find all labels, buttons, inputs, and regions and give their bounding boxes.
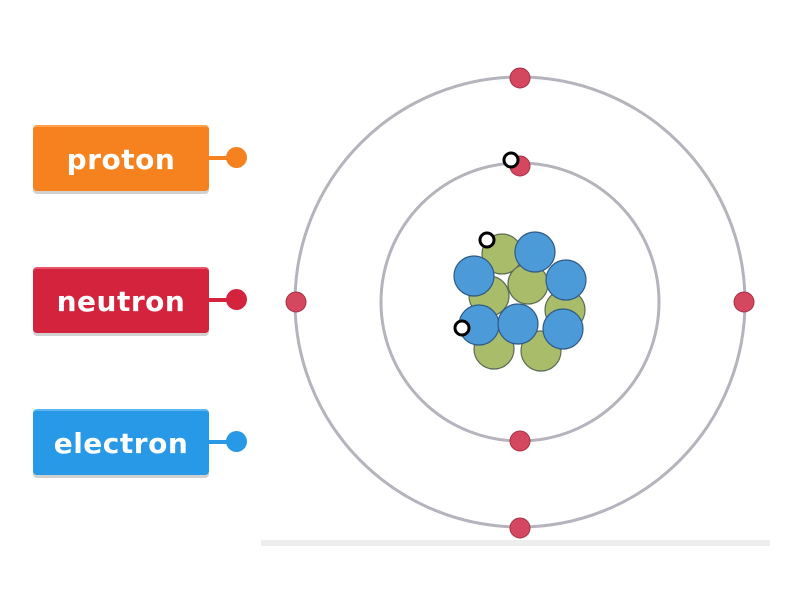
connector-stem xyxy=(209,156,231,160)
nucleus xyxy=(453,231,587,372)
proton-particle xyxy=(542,308,584,350)
electron-particle xyxy=(509,430,531,452)
label-proton-tile[interactable]: proton xyxy=(33,125,209,191)
electron-particle xyxy=(733,291,755,313)
connector-stem xyxy=(209,298,231,302)
label-proton-connector[interactable] xyxy=(209,146,249,170)
connector-knob-icon[interactable] xyxy=(226,431,247,452)
connector-knob-icon[interactable] xyxy=(226,289,247,310)
drop-target-3[interactable] xyxy=(453,319,471,337)
connector-stem xyxy=(209,440,231,444)
label-neutron-connector[interactable] xyxy=(209,288,249,312)
label-electron-tile[interactable]: electron xyxy=(33,409,209,475)
drop-target-2[interactable] xyxy=(478,231,496,249)
electron-particle xyxy=(285,291,307,313)
drop-target-1[interactable] xyxy=(502,151,520,169)
proton-particle xyxy=(497,303,539,345)
proton-particle xyxy=(453,255,495,297)
electron-particle xyxy=(509,67,531,89)
label-neutron-tile[interactable]: neutron xyxy=(33,267,209,333)
electron-particle xyxy=(509,517,531,539)
proton-particle xyxy=(514,231,556,273)
diagram-baseline xyxy=(261,540,770,546)
connector-knob-icon[interactable] xyxy=(226,147,247,168)
label-electron-connector[interactable] xyxy=(209,430,249,454)
proton-particle xyxy=(545,259,587,301)
